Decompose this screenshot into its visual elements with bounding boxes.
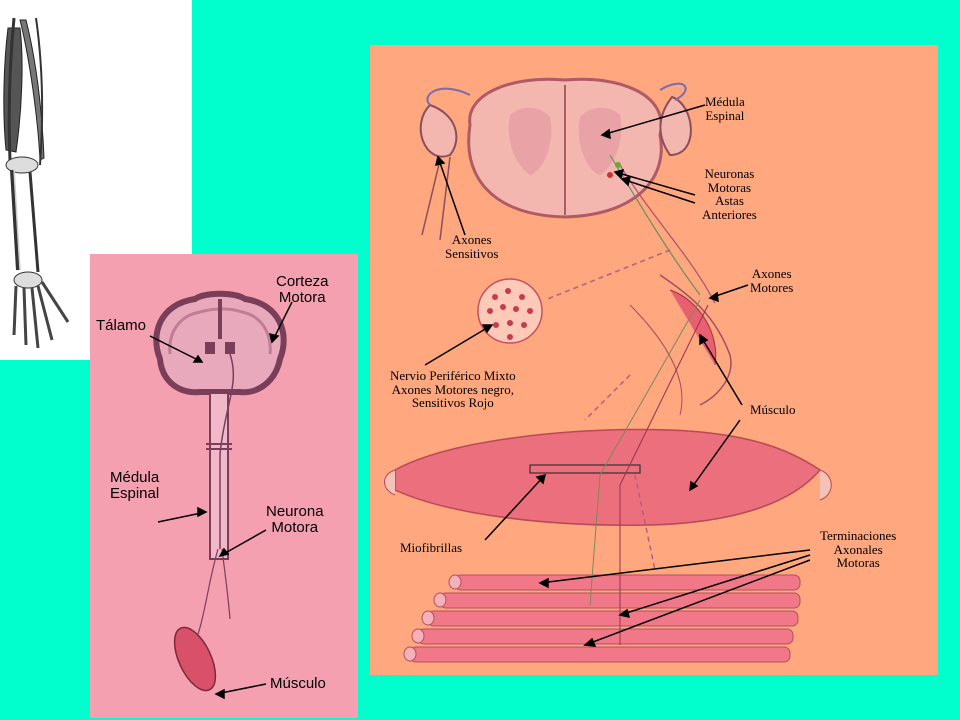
motor-pathway-illustration (149, 290, 293, 700)
label-miofibrillas: Miofibrillas (400, 540, 463, 555)
arm-skeleton-illustration (3, 17, 70, 349)
neuromuscular-illustration (384, 77, 832, 663)
label-musculo-left: Músculo (270, 675, 326, 692)
label-musculo-right: Músculo (750, 402, 796, 417)
label-talamo: Tálamo (96, 317, 147, 334)
